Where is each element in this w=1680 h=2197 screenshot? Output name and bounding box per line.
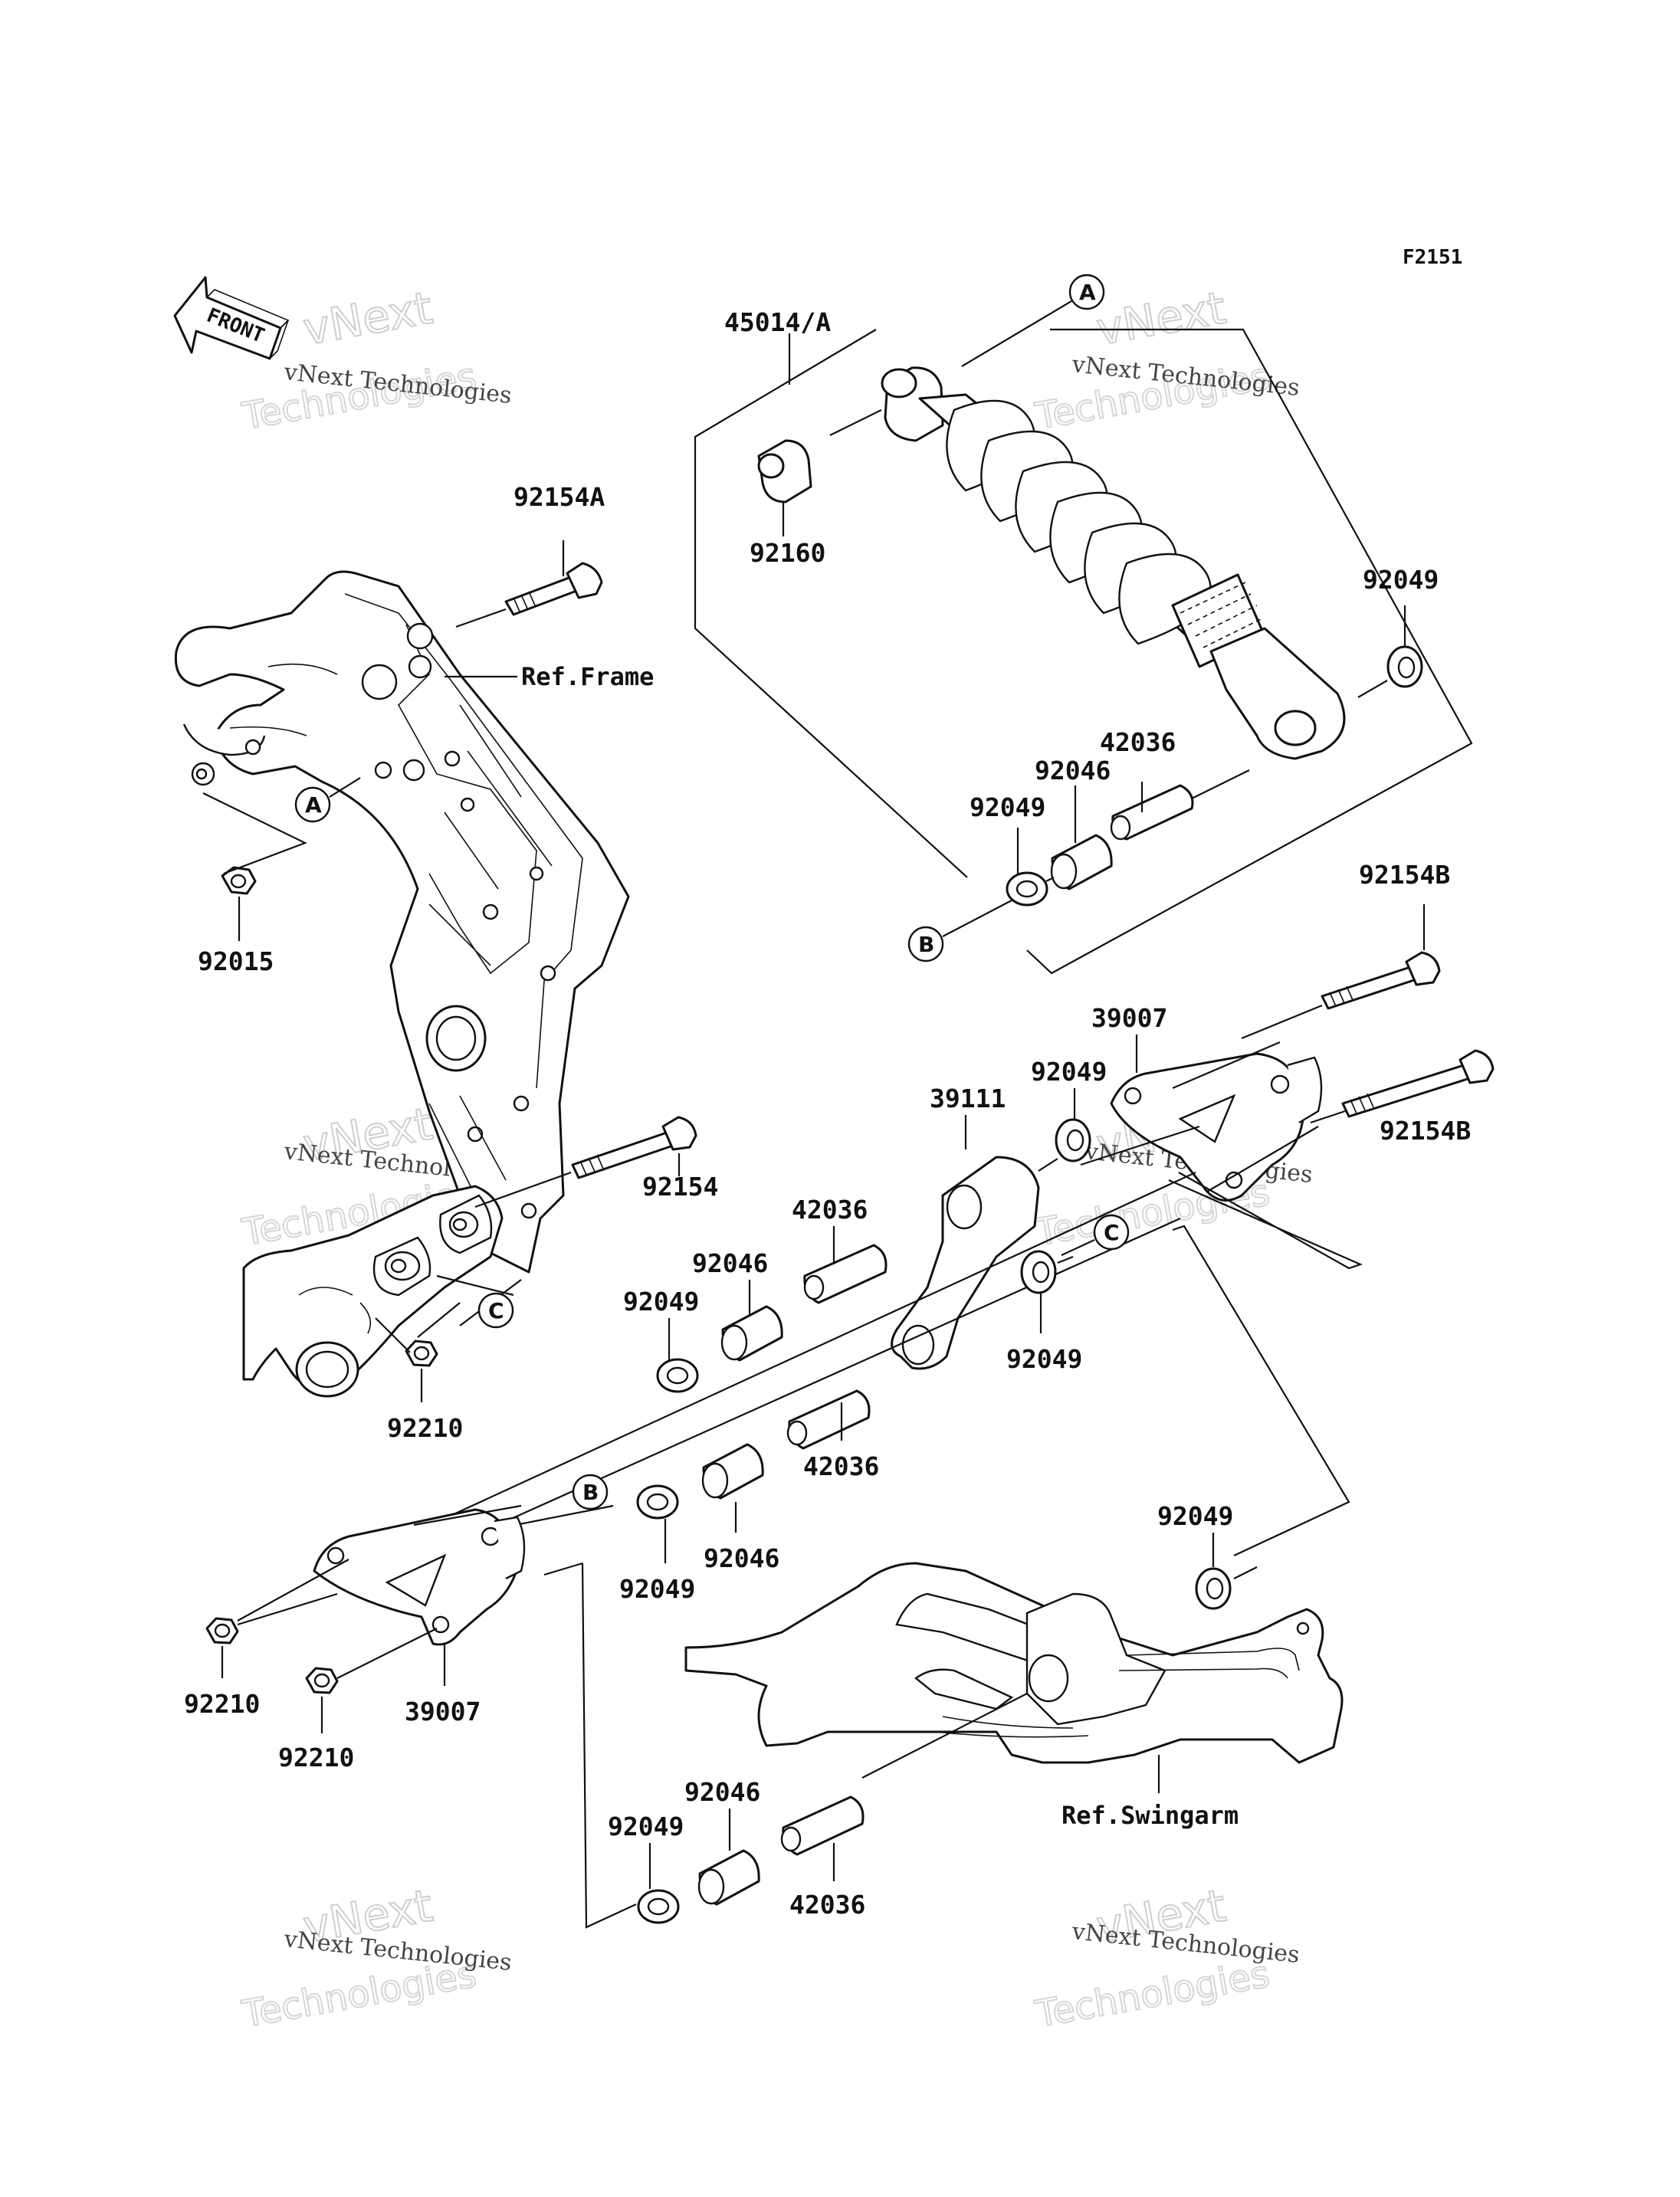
- part-label-45014a: 45014/A: [724, 307, 831, 337]
- part-92046-bearing-lower-link: [701, 1443, 764, 1533]
- part-label-92049: 92049: [623, 1287, 699, 1317]
- part-label-92154b: 92154B: [1359, 860, 1450, 890]
- part-92049-washer-center: [656, 1318, 699, 1393]
- part-92154a-bolt: [455, 540, 603, 628]
- shock-top-bushing: [881, 366, 944, 442]
- watermark-bottom-left: vNext Technologies vNext Technologies: [238, 1878, 513, 2037]
- part-label-92046: 92046: [704, 1543, 779, 1573]
- part-92049-washer-upper-link: [1038, 1088, 1091, 1172]
- part-label-39007: 39007: [405, 1697, 481, 1726]
- shock-spring: [918, 393, 1346, 760]
- part-92049-washer-swingarm: [1195, 1533, 1258, 1610]
- swingarm-mount-left: [242, 1185, 504, 1398]
- callout-c-frame: C: [477, 1292, 514, 1329]
- part-label-92049: 92049: [619, 1574, 695, 1604]
- callout-a-text: A: [1079, 280, 1096, 305]
- part-label-92154b: 92154B: [1380, 1116, 1471, 1146]
- part-label-92046: 92046: [684, 1777, 760, 1807]
- part-39111-link-rod: [891, 1115, 1040, 1370]
- part-label-92049: 92049: [1363, 565, 1439, 595]
- part-label-92049: 92049: [608, 1812, 684, 1841]
- axis-line-bottom: [428, 1217, 1181, 1557]
- part-92210-nut-b: [205, 1559, 349, 1678]
- part-92210-nut-a: [375, 1274, 522, 1402]
- callout-b-shock: B: [907, 900, 1012, 962]
- part-label-42036: 42036: [1100, 727, 1176, 757]
- part-label-92160: 92160: [750, 538, 825, 568]
- part-42036-spacer-bottom: [780, 1795, 865, 1881]
- shock-assembly: [694, 328, 1473, 975]
- part-92049-washer-right: [1357, 605, 1423, 698]
- figure-code: F2151: [1403, 246, 1462, 269]
- part-label-39007: 39007: [1091, 1003, 1167, 1033]
- lower-bracket-top: [543, 1562, 583, 1576]
- part-92049-washer-lower-link: [636, 1484, 679, 1563]
- swingarm-connector: [1172, 1225, 1350, 1556]
- part-92154b-bolt-upper: [1241, 904, 1441, 1040]
- part-label-92046: 92046: [1035, 756, 1111, 785]
- part-92154b-bolt-lower: [1310, 1049, 1495, 1124]
- part-label-39111: 39111: [930, 1084, 1006, 1113]
- callout-c-text: C: [1104, 1220, 1120, 1245]
- callout-b-text: B: [918, 932, 934, 957]
- swingarm-section: Ref.Swingarm: [684, 1562, 1344, 1830]
- lower-bracket-line: [581, 1562, 637, 1929]
- axis-line-upper-right: [1080, 1125, 1200, 1166]
- front-arrow-icon: FRONT: [173, 276, 290, 360]
- part-label-92015: 92015: [198, 946, 274, 976]
- part-label-92049: 92049: [1031, 1057, 1107, 1087]
- watermark-word1: vNext: [300, 281, 437, 355]
- watermark-word2: Technologies: [1032, 1953, 1272, 2036]
- part-label-92049: 92049: [970, 792, 1045, 822]
- watermark-bottom-right: vNext Technologies vNext Technologies: [1031, 1878, 1301, 2037]
- part-92049-washer-bottom: [637, 1843, 680, 1924]
- part-92046-bearing-center: [720, 1280, 783, 1362]
- part-label-42036: 42036: [789, 1890, 865, 1920]
- part-42036-spacer-center: [803, 1226, 888, 1304]
- callout-c-link: C: [1061, 1214, 1130, 1256]
- part-39007-plate-upper: [1110, 1035, 1323, 1202]
- part-92160-collar: [757, 409, 882, 536]
- assembly-bracket-left: [694, 329, 968, 878]
- part-42036-spacer-lower-link: [786, 1389, 871, 1450]
- part-42036-spacer-upper: [1110, 769, 1250, 841]
- frame-section: Ref.Frame: [174, 570, 654, 1274]
- part-label-42036: 42036: [792, 1195, 868, 1225]
- part-39007-plate-lower: [313, 1504, 526, 1686]
- assembly-bracket-right: [1026, 328, 1473, 975]
- part-label-92210: 92210: [184, 1689, 260, 1719]
- part-92046-bearing-upper: [1050, 785, 1113, 890]
- ref-swingarm-label: Ref.Swingarm: [1061, 1801, 1239, 1830]
- part-92049-washer-right-link: [1020, 1250, 1074, 1333]
- ref-frame-label: Ref.Frame: [521, 662, 654, 691]
- part-label-92210: 92210: [387, 1413, 463, 1443]
- part-label-42036: 42036: [803, 1451, 879, 1481]
- part-92046-bearing-bottom: [697, 1808, 760, 1906]
- watermark-top-left: vNext Technologies vNext Technologies: [238, 280, 513, 439]
- callout-a-text: A: [305, 792, 322, 818]
- part-label-92049: 92049: [1006, 1344, 1082, 1374]
- link-to-swingarm-line: [1168, 1172, 1363, 1270]
- part-92154-bolt: [474, 1116, 697, 1208]
- callout-a-frame: A: [294, 777, 361, 823]
- watermark-word1: vNext: [1093, 281, 1230, 355]
- part-label-92210: 92210: [278, 1743, 354, 1772]
- part-labels: 45014/A 92160 92049 42036 92046 92049 92…: [184, 307, 1471, 1920]
- callout-a-top: A: [961, 274, 1105, 367]
- part-92015-nut: [202, 792, 307, 941]
- part-label-92049: 92049: [1157, 1501, 1233, 1531]
- callout-b-lower: B: [572, 1474, 609, 1510]
- callout-b-text: B: [582, 1480, 599, 1505]
- part-92210-nut-c: [305, 1628, 438, 1733]
- part-label-92046: 92046: [692, 1248, 768, 1278]
- callout-c-text: C: [488, 1298, 504, 1323]
- part-label-92154a: 92154A: [514, 482, 605, 512]
- axis-line-top: [413, 1172, 1196, 1533]
- part-label-92154: 92154: [642, 1172, 718, 1202]
- part-92049-washer-left-shock: [1006, 828, 1055, 907]
